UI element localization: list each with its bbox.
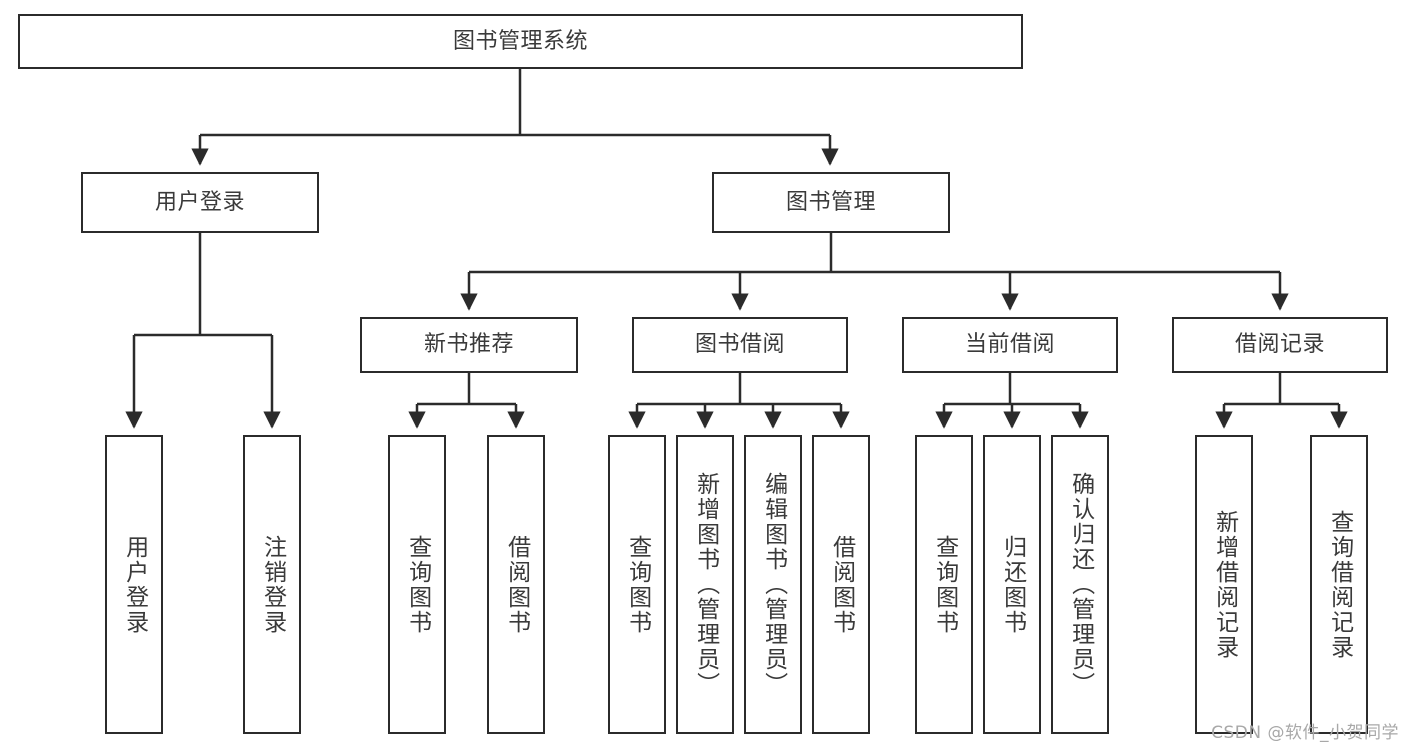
node-root[interactable]: 图书管理系统 [18, 14, 1023, 69]
node-leaf-add-book[interactable]: 新增图书（管理员） [676, 435, 734, 734]
node-leaf-query-borrow-record[interactable]: 查询借阅记录 [1310, 435, 1368, 734]
node-leaf-user-login-label: 用户登录 [121, 534, 148, 635]
node-leaf-borrow-book-2[interactable]: 借阅图书 [812, 435, 870, 734]
node-leaf-borrow-book-1[interactable]: 借阅图书 [487, 435, 545, 734]
node-borrow-record[interactable]: 借阅记录 [1172, 317, 1388, 373]
node-book-management[interactable]: 图书管理 [712, 172, 950, 233]
node-book-borrow[interactable]: 图书借阅 [632, 317, 848, 373]
node-leaf-return-book-label: 归还图书 [999, 534, 1026, 635]
node-user-login-label: 用户登录 [154, 189, 245, 215]
node-leaf-user-logout-label: 注销登录 [259, 534, 286, 635]
node-new-book-recommend-label: 新书推荐 [423, 332, 514, 358]
node-current-borrow[interactable]: 当前借阅 [902, 317, 1118, 373]
node-root-label: 图书管理系统 [452, 28, 588, 54]
node-leaf-edit-book[interactable]: 编辑图书（管理员） [744, 435, 802, 734]
csdn-watermark: CSDN @软件_小贺同学 [1211, 723, 1399, 743]
node-leaf-confirm-return[interactable]: 确认归还（管理员） [1051, 435, 1109, 734]
node-book-management-label: 图书管理 [785, 189, 876, 215]
node-user-login[interactable]: 用户登录 [81, 172, 319, 233]
node-leaf-add-borrow-record-label: 新增借阅记录 [1211, 509, 1238, 660]
node-leaf-borrow-book-2-label: 借阅图书 [828, 534, 855, 635]
node-leaf-query-book-2[interactable]: 查询图书 [608, 435, 666, 734]
node-leaf-user-login[interactable]: 用户登录 [105, 435, 163, 734]
node-leaf-edit-book-label: 编辑图书（管理员） [760, 472, 787, 697]
node-leaf-query-book-1[interactable]: 查询图书 [388, 435, 446, 734]
node-leaf-borrow-book-1-label: 借阅图书 [503, 534, 530, 635]
node-leaf-query-book-1-label: 查询图书 [404, 534, 431, 635]
node-new-book-recommend[interactable]: 新书推荐 [360, 317, 578, 373]
node-leaf-add-book-label: 新增图书（管理员） [692, 472, 719, 697]
node-leaf-user-logout[interactable]: 注销登录 [243, 435, 301, 734]
node-leaf-return-book[interactable]: 归还图书 [983, 435, 1041, 734]
node-leaf-add-borrow-record[interactable]: 新增借阅记录 [1195, 435, 1253, 734]
node-leaf-query-borrow-record-label: 查询借阅记录 [1326, 509, 1353, 660]
node-borrow-record-label: 借阅记录 [1234, 332, 1325, 358]
node-leaf-confirm-return-label: 确认归还（管理员） [1067, 472, 1094, 697]
node-leaf-query-book-3-label: 查询图书 [931, 534, 958, 635]
node-current-borrow-label: 当前借阅 [964, 332, 1055, 358]
node-leaf-query-book-3[interactable]: 查询图书 [915, 435, 973, 734]
node-book-borrow-label: 图书借阅 [694, 332, 785, 358]
node-leaf-query-book-2-label: 查询图书 [624, 534, 651, 635]
